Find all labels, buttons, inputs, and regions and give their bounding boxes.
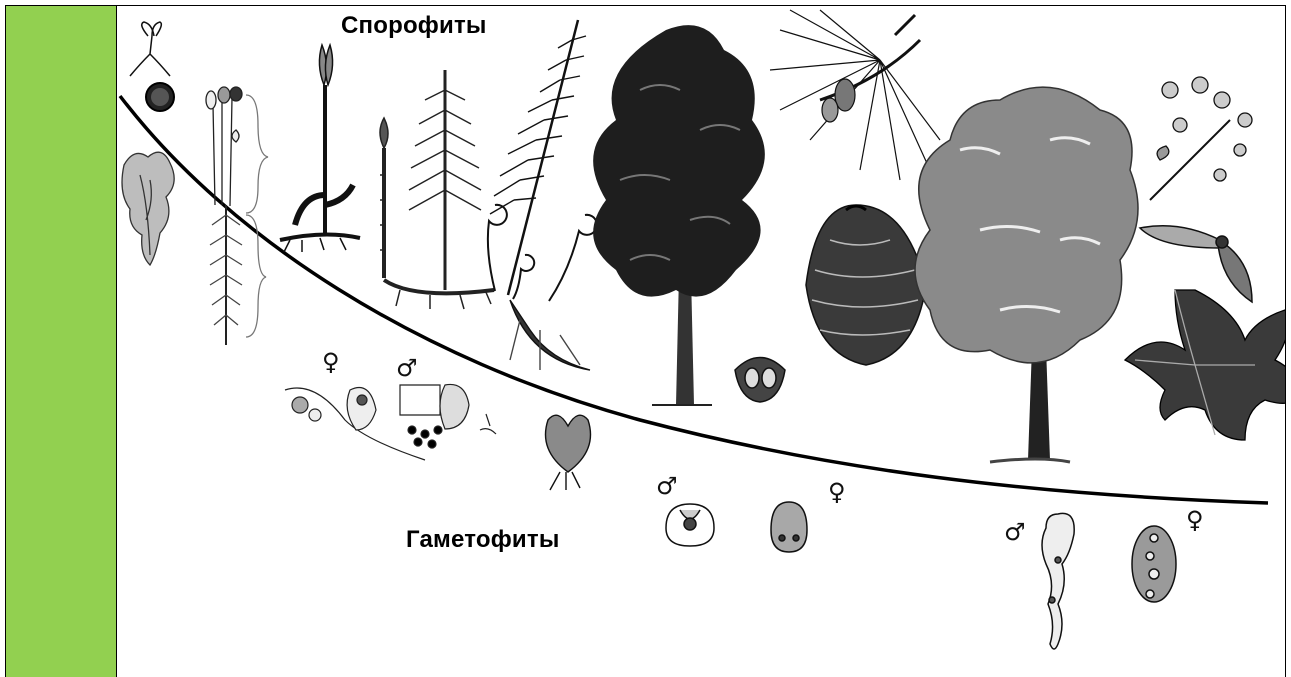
table-border-right	[1285, 5, 1286, 677]
pine-seed-icon	[735, 358, 785, 403]
spore-icon	[146, 83, 174, 111]
side-color-column	[6, 6, 116, 677]
antheridium-icon	[400, 384, 496, 448]
male-symbol-pine: ♂	[656, 472, 678, 500]
maple-tree-icon	[915, 87, 1138, 462]
fern-prothallus-icon	[546, 415, 591, 490]
female-symbol-moss: ♀	[322, 348, 340, 376]
gametophytes-label: Гаметофиты	[406, 526, 560, 554]
female-symbol-pine: ♀	[828, 478, 846, 506]
ovule-icon	[771, 502, 807, 552]
maple-flowers-icon	[1150, 77, 1252, 200]
horsetail-icon	[380, 70, 494, 309]
table-border-left	[5, 5, 6, 677]
fern-icon	[488, 20, 597, 370]
pine-cone-icon	[806, 205, 926, 365]
pollen-grain-icon	[666, 504, 714, 546]
male-symbol-maple: ♂	[1004, 518, 1026, 546]
maple-leaf-icon	[1125, 290, 1285, 440]
male-symbol-moss: ♂	[396, 354, 418, 382]
pine-branch-icon	[770, 10, 940, 180]
seedling-icon	[130, 22, 170, 76]
female-symbol-maple: ♀	[1186, 506, 1204, 534]
algae-thallus-icon	[122, 152, 174, 265]
pine-tree-icon	[593, 25, 765, 405]
clubmoss-icon	[280, 45, 360, 252]
pollen-tube-icon	[1042, 513, 1074, 649]
embryo-sac-icon	[1132, 526, 1176, 602]
plant-evolution-illustration: ♀ ♂ ♂ ♀	[117, 6, 1285, 677]
sporophytes-label: Спорофиты	[341, 12, 487, 40]
